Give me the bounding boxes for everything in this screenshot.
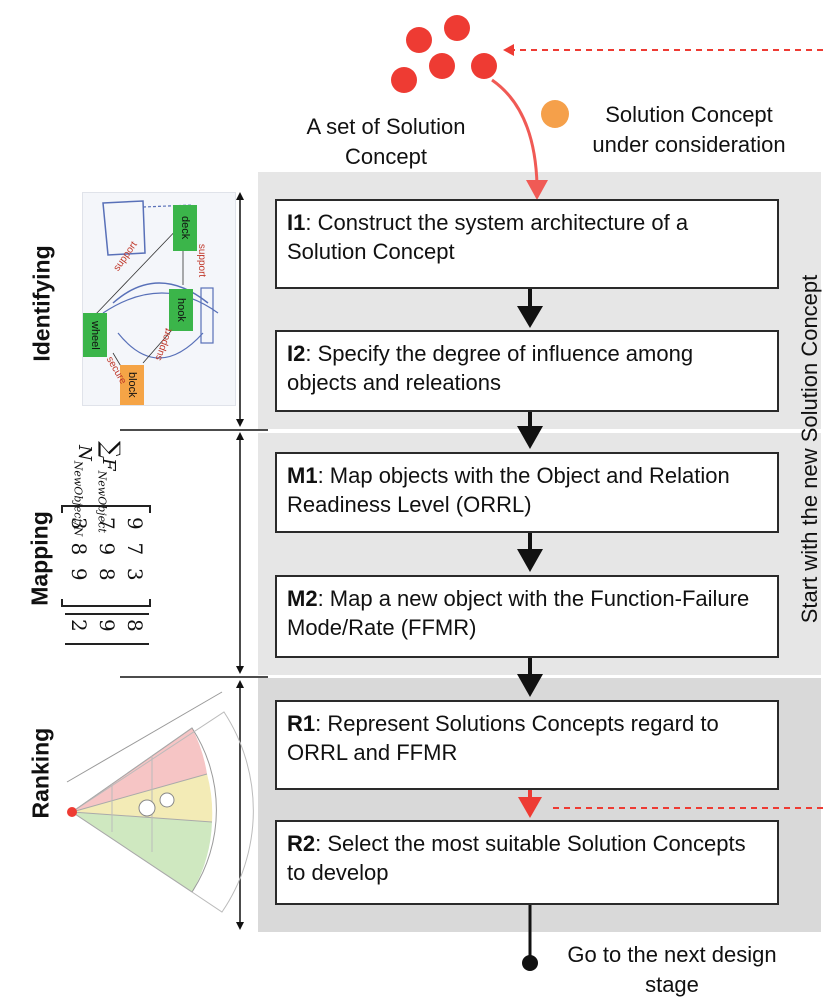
concept-flow-arrowhead bbox=[526, 180, 548, 200]
red-flow-arrowhead bbox=[518, 797, 542, 818]
node-hook: hook bbox=[169, 289, 193, 331]
matrix-vector: 8 9 2 bbox=[65, 613, 149, 645]
step-id: R2 bbox=[287, 831, 316, 856]
concept-dot bbox=[406, 27, 432, 53]
right-vertical-label: Start with the new Solution Concept bbox=[797, 274, 822, 624]
solution-set-label: A set of Solution Concept bbox=[306, 114, 466, 169]
n-formula: NNewObject/N bbox=[71, 445, 95, 537]
ranking-fan-chart bbox=[66, 691, 254, 913]
concept-under-consideration-label: Solution Concept under consideration bbox=[592, 102, 786, 157]
stage-label-ranking: Ranking bbox=[27, 727, 54, 819]
step-text: : Represent Solutions Concepts regard to… bbox=[287, 711, 719, 765]
concept-flow-curve bbox=[491, 78, 539, 186]
sum-formula: ∑FNewObject bbox=[95, 441, 125, 533]
stage-brackets bbox=[236, 192, 244, 930]
stage-label-identifying: Identifying bbox=[28, 245, 55, 362]
step-id: I1 bbox=[287, 210, 306, 235]
step-i2: I2: Specify the degree of influence amon… bbox=[275, 330, 779, 412]
step-r2: R2: Select the most suitable Solution Co… bbox=[275, 820, 779, 905]
node-block: block bbox=[120, 365, 144, 405]
matrix-row: 9 7 3 bbox=[123, 517, 147, 581]
step-text: : Map a new object with the Function-Fai… bbox=[287, 586, 750, 640]
next-stage-label: Go to the next design stage bbox=[567, 942, 777, 997]
mapping-matrix: 9 7 3 7 9 8 3 8 9 8 9 2 ∑FNewObject NNew… bbox=[57, 441, 153, 675]
step-m2: M2: Map a new object with the Function-F… bbox=[275, 575, 779, 658]
step-r1: R1: Represent Solutions Concepts regard … bbox=[275, 700, 779, 790]
sketch-drawing bbox=[94, 200, 219, 379]
step-i1: I1: Construct the system architecture of… bbox=[275, 199, 779, 289]
step-text: : Map objects with the Object and Relati… bbox=[287, 463, 730, 517]
node-deck: deck bbox=[173, 205, 197, 251]
matrix-bracket-right bbox=[61, 599, 151, 607]
concept-dot bbox=[444, 15, 470, 41]
step-id: R1 bbox=[287, 711, 316, 736]
architecture-sketch: deck hook wheel block support support su… bbox=[82, 192, 236, 406]
step-text: : Construct the system architecture of a… bbox=[287, 210, 689, 264]
step-id: M2 bbox=[287, 586, 318, 611]
step-id: M1 bbox=[287, 463, 318, 488]
concept-dot bbox=[429, 53, 455, 79]
node-wheel: wheel bbox=[83, 313, 107, 357]
concept-under-consideration-dot bbox=[541, 100, 569, 128]
flow-arrows bbox=[517, 289, 543, 971]
stage-label-mapping: Mapping bbox=[26, 511, 53, 606]
feedback-arrowhead-top bbox=[503, 44, 514, 56]
step-text: : Select the most suitable Solution Conc… bbox=[287, 831, 746, 885]
concept-dot bbox=[471, 53, 497, 79]
step-text: : Specify the degree of influence among … bbox=[287, 341, 694, 395]
step-m1: M1: Map objects with the Object and Rela… bbox=[275, 452, 779, 533]
step-id: I2 bbox=[287, 341, 306, 366]
concept-dot bbox=[391, 67, 417, 93]
relation-label: support bbox=[196, 243, 208, 278]
